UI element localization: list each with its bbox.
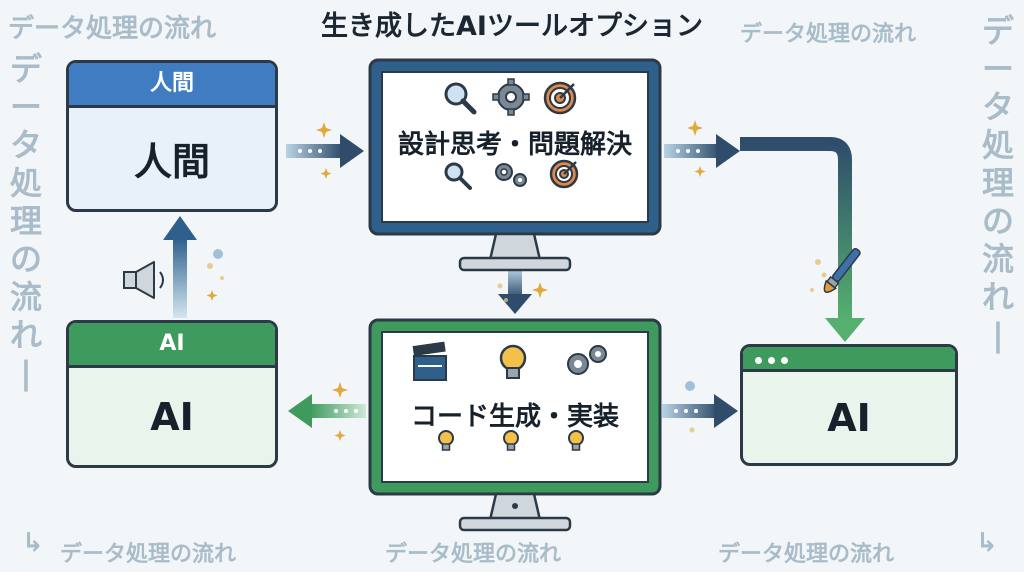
lightbulb-icon <box>438 430 454 451</box>
speaker-icon <box>123 261 164 299</box>
arrow-code-to-ai-left <box>288 394 366 428</box>
arrow-human-to-design <box>286 134 364 168</box>
watermark-bottom-left: データ処理の流れ <box>60 542 237 567</box>
monitor-design-label: 設計思考・問題解決 <box>397 130 632 160</box>
ai-right-window-titlebar <box>743 347 955 372</box>
watermark-char: の <box>9 240 42 278</box>
watermark-vertical-right: データ処理の流れ| <box>978 12 1018 354</box>
monitor-code-label: コード生成・実装 <box>410 402 619 432</box>
magnifier-icon <box>444 162 472 190</box>
human-card: 人間 人間 <box>66 60 278 212</box>
ai-left-card-header: AI <box>69 323 275 368</box>
watermark-char: 理 <box>9 202 42 240</box>
watermark-char: ー <box>9 88 42 126</box>
magnifier-icon <box>444 82 477 115</box>
corner-arrow-left: ↳ <box>22 528 44 558</box>
sparkle-icon <box>206 120 706 441</box>
watermark-char: タ <box>9 126 42 164</box>
watermark-char: の <box>981 202 1014 240</box>
watermark-char: れ <box>9 316 42 354</box>
watermark-char: | <box>992 316 1004 354</box>
watermark-bottom-right: データ処理の流れ <box>718 542 895 567</box>
watermark-top-right: データ処理の流れ <box>740 22 917 47</box>
watermark-char: 処 <box>9 164 42 202</box>
watermark-char: | <box>20 354 32 392</box>
paintbrush-icon <box>823 247 861 293</box>
diagram-title: 生き成したAIツールオプション <box>321 11 703 42</box>
ai-left-card-body: AI <box>150 394 194 439</box>
corner-arrow-right: ↳ <box>976 528 998 558</box>
arrow-design-to-code <box>498 268 532 314</box>
watermark-char: タ <box>981 88 1014 126</box>
watermark-char: ー <box>981 50 1014 88</box>
watermark-char: デ <box>9 50 42 88</box>
monitor-design: 設計思考・問題解決 <box>368 58 662 272</box>
watermark-char: 処 <box>981 126 1014 164</box>
gear-icon <box>567 345 607 375</box>
clapperboard-icon <box>412 341 447 381</box>
human-card-body: 人間 <box>133 140 210 184</box>
human-card-header: 人間 <box>69 63 275 108</box>
arrow-ai-to-human <box>163 216 197 318</box>
target-icon <box>543 81 577 115</box>
watermark-bottom-center: データ処理の流れ <box>385 542 562 567</box>
watermark-vertical-left: データ処理の流れ| <box>6 50 46 392</box>
watermark-char: デ <box>981 12 1014 50</box>
watermark-char: 流 <box>981 240 1014 278</box>
lightbulb-icon <box>568 430 584 451</box>
watermark-char: 理 <box>981 164 1014 202</box>
watermark-char: れ <box>981 278 1014 316</box>
arrow-code-to-ai-right <box>662 394 738 428</box>
watermark-char: 流 <box>9 278 42 316</box>
arrow-design-to-ai-right <box>664 134 865 342</box>
lightbulb-icon <box>499 344 527 379</box>
target-icon <box>549 159 579 189</box>
monitor-code: コード生成・実装 <box>368 318 662 532</box>
gear-icon <box>495 163 527 187</box>
ai-right-window-body: AI <box>827 395 871 440</box>
ai-left-card: AI AI <box>66 320 278 468</box>
lightbulb-icon <box>503 430 519 451</box>
watermark-top-left: データ処理の流れ <box>8 14 217 44</box>
gear-icon <box>492 78 530 116</box>
ai-right-window: AI <box>740 344 958 466</box>
